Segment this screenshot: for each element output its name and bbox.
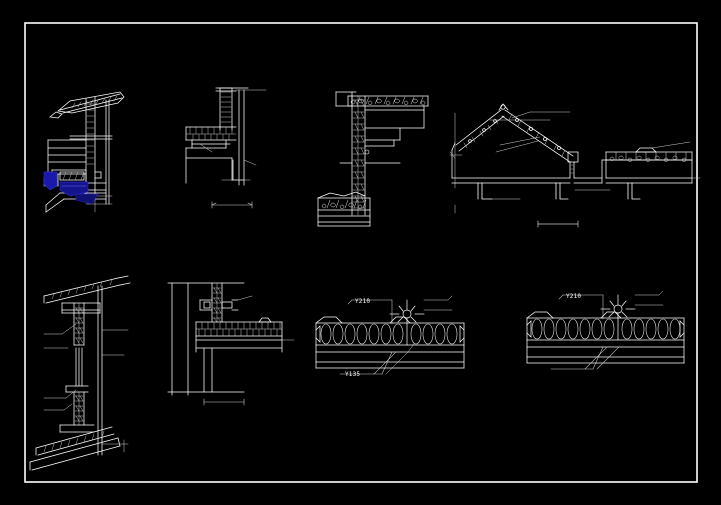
rebar-tag-bottom-detail7: Y135 [345,371,360,378]
rebar-tag-top-detail7: Y210 [355,298,370,305]
drawing-frame [24,22,698,483]
detail-8-ribbed-slab-reinforcement-plan-alt [526,290,685,370]
detail-2-slab-edge-balcony-section [185,87,267,209]
rebar-tag-top-detail8: Y210 [566,293,581,300]
metal-flashing-blue [43,171,99,205]
detail-5-curtain-wall-window-jamb-section [29,275,131,471]
detail-4-pitched-roof-ridge-and-flat-roof-section [449,103,701,228]
detail-3-insulated-cavity-wall-section [317,91,429,227]
detail-6-column-slab-junction-section [167,282,295,406]
detail-7-ribbed-slab-reinforcement-plan [315,295,465,375]
